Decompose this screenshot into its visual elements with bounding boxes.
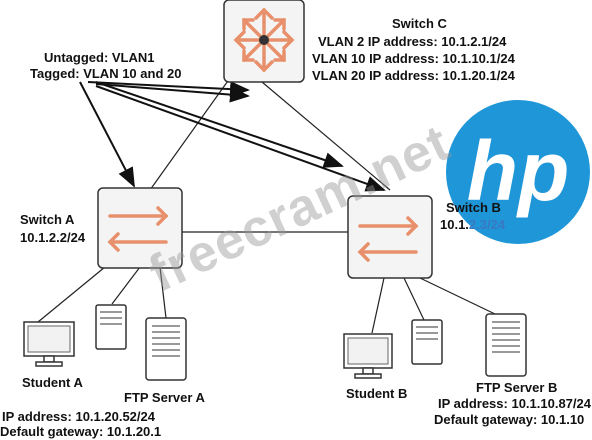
arrow-to-link-ac — [87, 81, 250, 98]
switch-c-vlan2-ip: VLAN 2 IP address: 10.1.2.1/24 — [318, 34, 507, 49]
arrow-to-link-bc — [95, 85, 386, 192]
annotation-arrows — [79, 81, 386, 192]
student-a-label: Student A — [22, 375, 83, 390]
link-switch-b-ftp-b — [419, 277, 496, 315]
switch-a-ip: 10.1.2.2/24 — [20, 230, 86, 245]
tagged-vlan-label: Tagged: VLAN 10 and 20 — [30, 66, 182, 81]
ftp-server-b-label: FTP Server B — [476, 380, 558, 395]
student-b-monitor-icon — [343, 333, 393, 379]
link-switch-a-server-a — [111, 266, 141, 305]
switch-b-icon — [347, 195, 433, 279]
switch-a-label: Switch A — [20, 212, 75, 227]
link-switch-a-ftp-a — [159, 266, 167, 319]
ftp-server-a-icon — [145, 317, 187, 381]
student-a-gateway: Default gateway: 10.1.20.1 — [0, 424, 162, 439]
switch-c-icon — [223, 0, 305, 83]
link-switch-a-student-a — [37, 266, 106, 323]
switch-b-ip-prefix: 10.1. — [440, 217, 469, 232]
arrow-to-switch-a — [79, 81, 135, 188]
untagged-vlan-label: Untagged: VLAN1 — [44, 50, 155, 65]
switch-b-label: Switch B — [446, 200, 501, 215]
switch-c-vlan20-ip: VLAN 20 IP address: 10.1.20.1/24 — [312, 68, 515, 83]
student-b-label: Student B — [346, 386, 408, 401]
links — [37, 77, 496, 334]
switch-b-ip: 10.1.2.3/24 — [440, 217, 505, 233]
switch-c-vlan10-ip: VLAN 10 IP address: 10.1.10.1/24 — [312, 51, 515, 66]
switch-c-label: Switch C — [392, 16, 447, 31]
ftp-server-b-icon — [485, 313, 527, 377]
link-switch-b-switch-c — [261, 81, 391, 191]
switch-b-ip-suffix: 2.3/24 — [468, 217, 506, 232]
svg-text:hp: hp — [467, 124, 570, 218]
link-switch-b-student-b — [371, 277, 385, 334]
ftp-server-a-label: FTP Server A — [124, 390, 205, 405]
link-switch-b-server-b — [403, 277, 425, 321]
switch-a-icon — [97, 187, 183, 269]
hp-logo: hp — [446, 100, 590, 244]
link-switch-a-switch-c — [149, 77, 231, 191]
server-a-tower-icon — [95, 304, 127, 350]
arrow-to-link-ac-2 — [95, 83, 250, 103]
student-a-monitor-icon — [23, 321, 75, 367]
student-a-ip: IP address: 10.1.20.52/24 — [2, 409, 155, 424]
arrow-to-switch-b — [95, 81, 344, 168]
ftp-server-b-ip: IP address: 10.1.10.87/24 — [438, 396, 591, 411]
server-b-tower-icon — [411, 319, 443, 365]
ftp-server-b-gateway: Default gateway: 10.1.10 — [434, 412, 585, 427]
